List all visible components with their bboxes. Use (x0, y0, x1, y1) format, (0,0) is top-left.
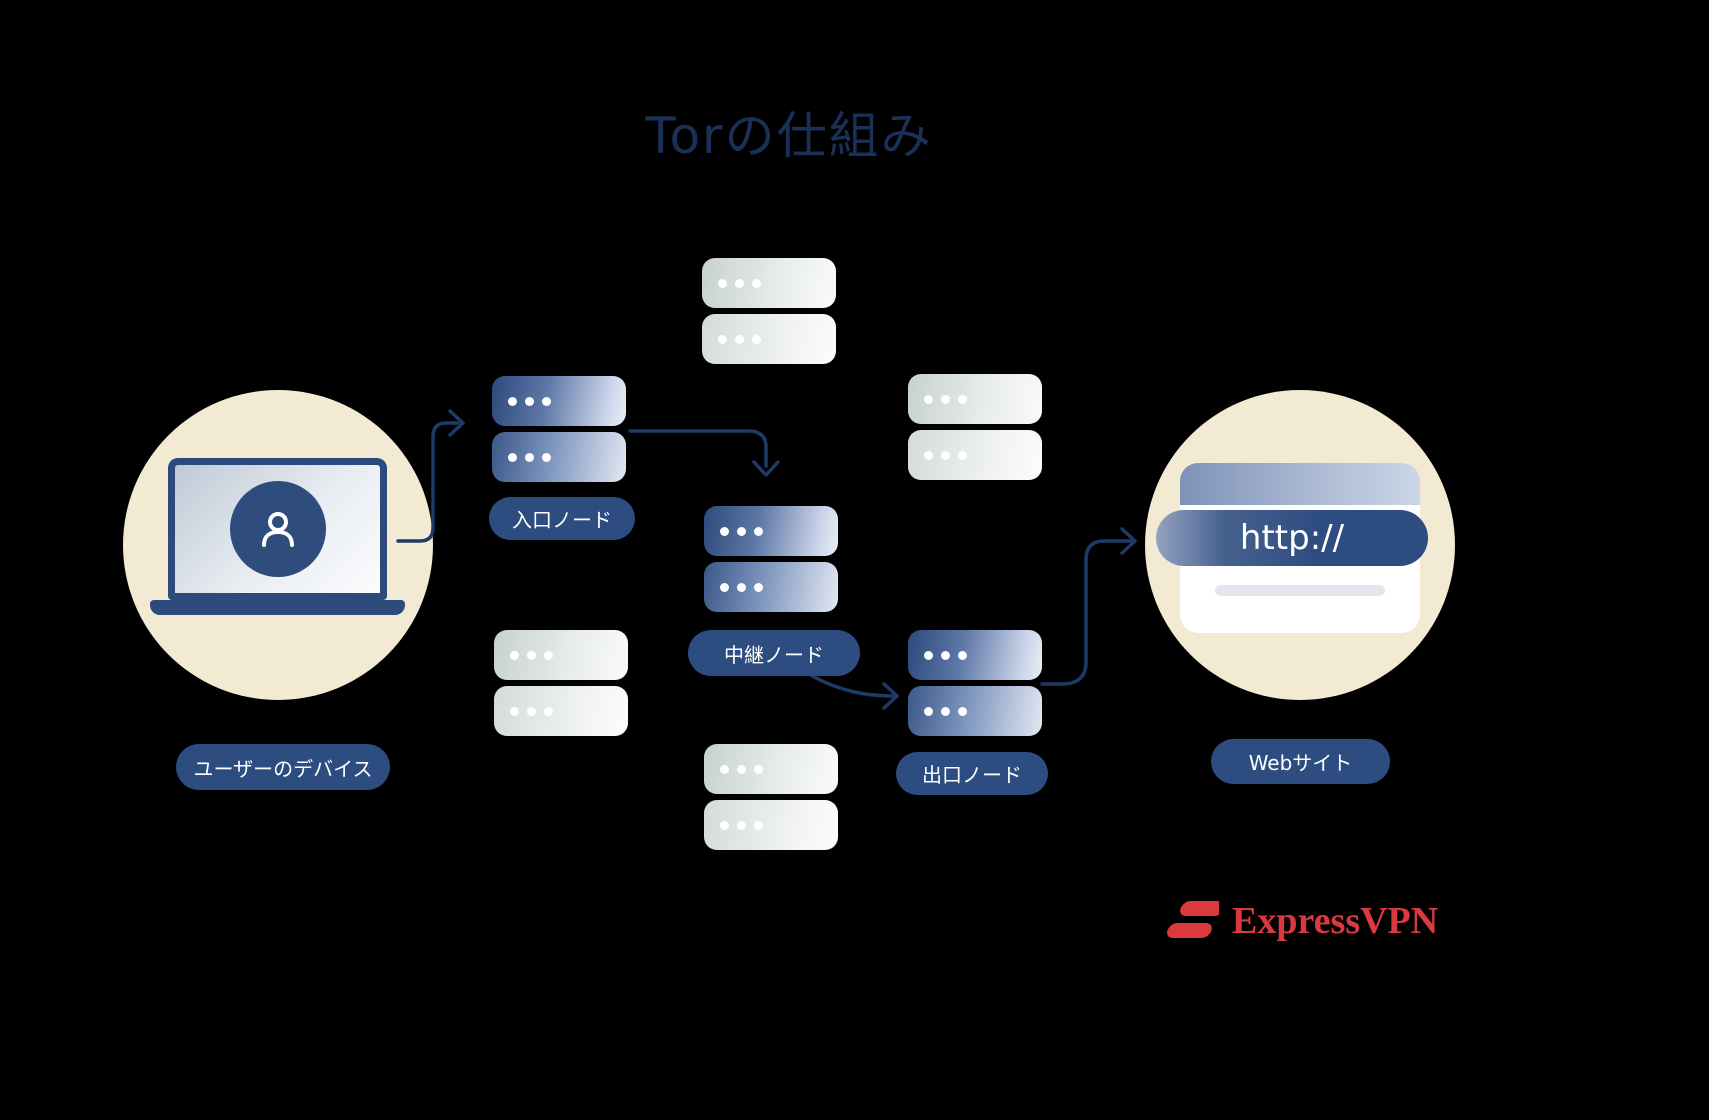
arrowhead-relay (752, 460, 780, 477)
browser-titlebar (1180, 463, 1420, 505)
server-rack-icon (704, 562, 838, 612)
server-stack-bottom-center (704, 744, 838, 856)
diagram-title: Torの仕組み (645, 107, 933, 165)
server-rack-icon (702, 314, 836, 364)
server-stack-top-center (702, 258, 836, 370)
arrow-exit-to-website (1040, 539, 1134, 686)
expressvpn-logo: ExpressVPN (1163, 898, 1438, 944)
server-rack-icon (908, 374, 1042, 424)
avatar (229, 481, 326, 577)
arrowhead-exit (882, 682, 899, 710)
laptop-base (150, 600, 405, 615)
browser-window-icon: http:// (1156, 463, 1428, 633)
server-stack-right-upper (908, 374, 1042, 486)
label-relay-node: 中継ノード (688, 630, 860, 676)
server-rack-icon (908, 630, 1042, 680)
arrow-relay-to-exit (810, 674, 896, 698)
label-user-device: ユーザーのデバイス (176, 744, 390, 790)
server-rack-icon (492, 432, 626, 482)
server-rack-icon (494, 686, 628, 736)
server-stack-entry-node (492, 376, 626, 488)
server-rack-icon (908, 430, 1042, 480)
server-stack-exit-node (908, 630, 1042, 742)
person-icon (261, 512, 294, 547)
server-stack-relay-node (704, 506, 838, 618)
expressvpn-wordmark: ExpressVPN (1232, 900, 1439, 942)
label-exit-node: 出口ノード (896, 752, 1048, 795)
arrow-entry-to-relay (628, 429, 768, 468)
laptop-illustration (150, 458, 405, 618)
server-rack-icon (704, 506, 838, 556)
label-website: Webサイト (1211, 739, 1390, 784)
server-rack-icon (704, 744, 838, 794)
server-rack-icon (494, 630, 628, 680)
server-stack-lower-left (494, 630, 628, 742)
browser-content-line (1215, 585, 1385, 596)
arrowhead-entry (448, 409, 465, 437)
server-rack-icon (492, 376, 626, 426)
server-rack-icon (908, 686, 1042, 736)
url-pill: http:// (1156, 510, 1428, 566)
server-rack-icon (704, 800, 838, 850)
server-rack-icon (702, 258, 836, 308)
expressvpn-mark-icon (1167, 901, 1219, 938)
label-entry-node: 入口ノード (489, 497, 635, 540)
laptop-screen (168, 458, 387, 600)
arrowhead-website (1120, 527, 1137, 555)
